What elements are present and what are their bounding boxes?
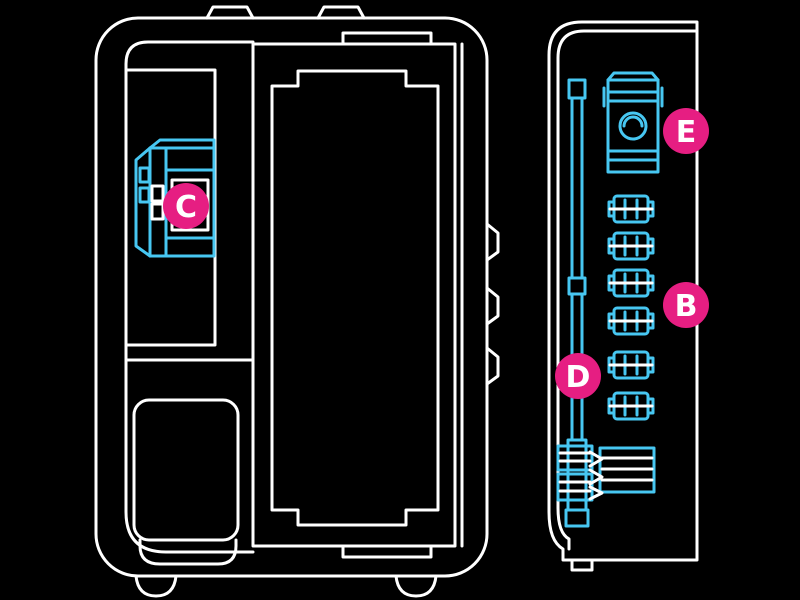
side-shell-inner xyxy=(556,29,699,551)
callout-badge xyxy=(663,108,709,154)
callouts: C E B D xyxy=(163,108,709,399)
component-detail xyxy=(138,186,151,204)
latch-bumps xyxy=(485,222,500,386)
callout-d: D xyxy=(555,353,601,399)
callout-letter: B xyxy=(675,289,698,324)
assembly-chevron xyxy=(588,450,604,468)
inner-wall xyxy=(124,40,255,554)
motor-rotor-swirl xyxy=(622,115,644,128)
side-details xyxy=(558,207,654,501)
motor-cap xyxy=(606,71,660,82)
bin xyxy=(132,398,240,542)
callout-badge xyxy=(663,282,709,328)
door-bottom-tab xyxy=(341,544,433,559)
component-body xyxy=(148,146,216,258)
callout-b: B xyxy=(663,282,709,328)
foot-left xyxy=(134,574,178,598)
front-shell xyxy=(94,16,489,578)
side-foot xyxy=(570,558,594,572)
callout-e: E xyxy=(663,108,709,154)
motor-body xyxy=(606,78,660,174)
rail-bottom-cap xyxy=(564,508,590,528)
component-top-face xyxy=(148,138,216,150)
latch-bump xyxy=(485,286,500,326)
component-detail xyxy=(138,166,151,184)
side-shell xyxy=(547,20,699,562)
motor-unit xyxy=(602,71,664,174)
callout-letter: C xyxy=(175,190,197,225)
foot-right xyxy=(394,574,438,598)
rail-top-cap xyxy=(567,78,587,100)
component-detail xyxy=(150,184,165,203)
latch-bump xyxy=(485,222,500,262)
motor-rotor xyxy=(618,111,648,141)
rail-upper xyxy=(570,96,584,280)
rail-joint xyxy=(567,276,587,296)
assembly-connector-upper xyxy=(556,444,594,472)
linear-rail xyxy=(564,78,590,528)
callout-badge xyxy=(555,353,601,399)
component-detail xyxy=(150,202,165,221)
assembly-chevron xyxy=(588,485,604,501)
component-left-face xyxy=(134,146,152,258)
highlight-component-front xyxy=(134,138,216,258)
callout-badge xyxy=(163,183,209,229)
callout-c: C xyxy=(163,183,209,229)
bin-base xyxy=(138,538,238,566)
door-panel xyxy=(251,42,457,548)
top-tab-right xyxy=(316,5,366,20)
door-top-tab xyxy=(341,31,433,46)
assembly-chevron xyxy=(588,468,604,486)
connectors xyxy=(607,194,655,421)
side-view xyxy=(547,20,699,572)
latch-bump xyxy=(485,346,500,386)
assembly-block xyxy=(598,446,656,494)
callout-letter: D xyxy=(566,360,591,395)
top-tab-left xyxy=(205,5,255,20)
callout-letter: E xyxy=(676,115,697,150)
front-view xyxy=(94,5,500,598)
door-window xyxy=(270,69,440,527)
